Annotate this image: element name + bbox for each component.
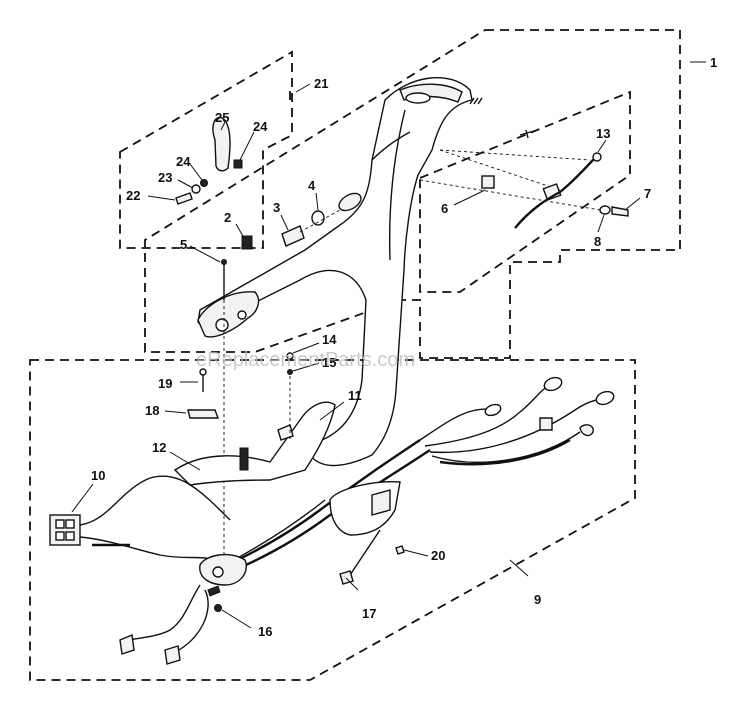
callouts: 1 2 3 4 5 6 7 8 9 10 11 12 13 14 15 16 1… bbox=[91, 55, 717, 639]
callout-1: 1 bbox=[710, 55, 717, 70]
callout-10: 10 bbox=[91, 468, 105, 483]
clamp-25 bbox=[212, 116, 231, 172]
group-outline-1 bbox=[144, 29, 681, 359]
leader-lines bbox=[71, 61, 706, 629]
cover-12 bbox=[173, 401, 336, 486]
callout-13: 13 bbox=[596, 126, 610, 141]
switch-10 bbox=[49, 514, 81, 546]
callout-21: 21 bbox=[314, 76, 328, 91]
screw-7 bbox=[611, 206, 629, 217]
group-outline-21 bbox=[119, 50, 293, 249]
callout-24a: 24 bbox=[176, 154, 191, 169]
callout-22: 22 bbox=[126, 188, 140, 203]
callout-17: 17 bbox=[362, 606, 376, 621]
washer-4 bbox=[311, 210, 325, 226]
callout-18: 18 bbox=[145, 403, 159, 418]
callout-23: 23 bbox=[158, 170, 172, 185]
grommet-16 bbox=[214, 604, 222, 612]
callout-24b: 24 bbox=[253, 119, 268, 134]
strap-parts bbox=[419, 129, 629, 229]
callout-14: 14 bbox=[322, 332, 337, 347]
washer-15 bbox=[287, 369, 293, 375]
screw-22 bbox=[175, 192, 193, 205]
screw-20 bbox=[395, 545, 405, 555]
screw-17 bbox=[339, 570, 354, 585]
washer-23 bbox=[191, 184, 201, 194]
callout-4: 4 bbox=[308, 178, 316, 193]
group-outline-6 bbox=[419, 90, 631, 293]
nut-2 bbox=[241, 235, 253, 250]
washer-24b bbox=[200, 179, 208, 187]
fastener-parts bbox=[175, 116, 341, 560]
bracket-6 bbox=[542, 183, 562, 201]
callout-12: 12 bbox=[152, 440, 166, 455]
washer-8 bbox=[599, 205, 611, 215]
group-outline-9 bbox=[29, 359, 636, 681]
group-outlines bbox=[29, 29, 681, 681]
callout-9: 9 bbox=[534, 592, 541, 607]
callout-15: 15 bbox=[322, 355, 336, 370]
bracket-18 bbox=[187, 409, 220, 419]
callout-16: 16 bbox=[258, 624, 272, 639]
connector-11 bbox=[239, 447, 249, 471]
spacer-3 bbox=[281, 225, 305, 247]
screw-14 bbox=[286, 352, 294, 360]
callout-7: 7 bbox=[644, 186, 651, 201]
callout-20: 20 bbox=[431, 548, 445, 563]
watermark: eReplacementParts.com bbox=[196, 349, 415, 371]
wire-harness bbox=[49, 352, 615, 665]
callout-11: 11 bbox=[348, 388, 362, 403]
callout-5: 5 bbox=[180, 237, 187, 252]
handle-body bbox=[197, 77, 483, 467]
callout-19: 19 bbox=[158, 376, 172, 391]
callout-3: 3 bbox=[273, 200, 280, 215]
callout-6: 6 bbox=[441, 201, 448, 216]
strap-13 bbox=[514, 157, 596, 229]
callout-8: 8 bbox=[594, 234, 601, 249]
callout-2: 2 bbox=[224, 210, 231, 225]
nut-24a bbox=[233, 159, 243, 169]
callout-25: 25 bbox=[215, 110, 229, 125]
clip-6 bbox=[481, 175, 495, 189]
